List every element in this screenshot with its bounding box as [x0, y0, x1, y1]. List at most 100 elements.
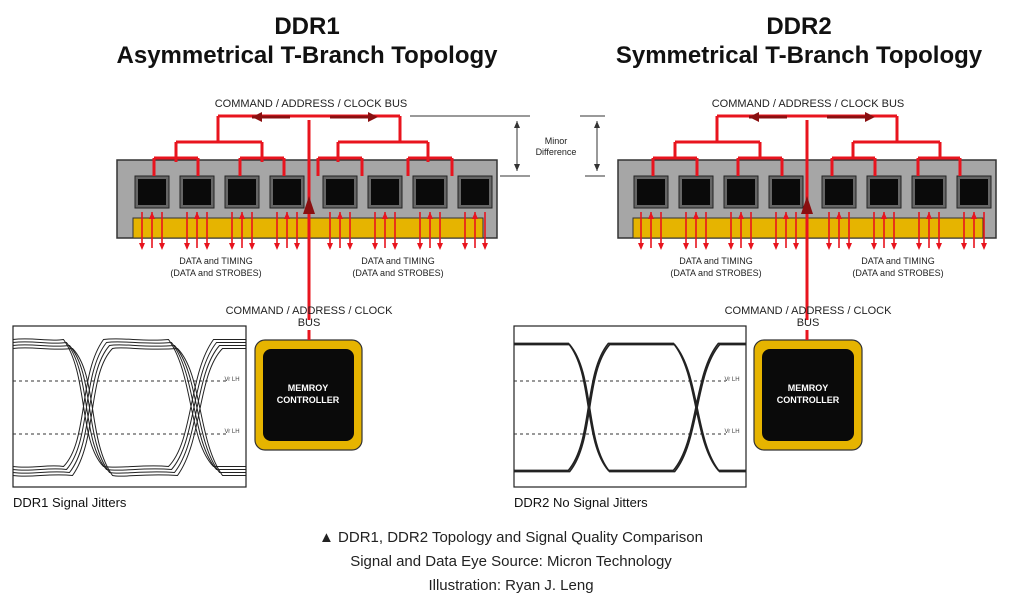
data-pin-arrow — [382, 212, 388, 219]
dram-chip-die — [228, 179, 256, 205]
data-pin-arrow — [891, 243, 897, 250]
ddr1-controller-label-2: CONTROLLER — [277, 395, 340, 405]
eye-trace-lower — [12, 338, 246, 468]
minor-difference-annotation: Minor Difference — [410, 115, 605, 177]
ddr2-bus-bottom-label: COMMAND / ADDRESS / CLOCK — [725, 305, 893, 317]
ddr1-bus-bottom-label-2: BUS — [298, 317, 321, 329]
data-pin-arrow — [961, 243, 967, 250]
ddr1-bus-top-label: COMMAND / ADDRESS / CLOCK BUS — [215, 98, 408, 110]
data-pin-arrow — [229, 243, 235, 250]
dram-chip-die — [960, 179, 988, 205]
ddr2-data-label-a: DATA and TIMING — [679, 256, 753, 266]
data-pin-arrow — [284, 212, 290, 219]
data-pin-arrow — [417, 243, 423, 250]
data-pin-arrow — [793, 243, 799, 250]
ddr1-data-label-b: DATA and TIMING — [361, 256, 435, 266]
ddr2-data-label-b2: (DATA and STROBES) — [852, 268, 943, 278]
data-pin-arrow — [738, 212, 744, 219]
data-pin-arrow — [846, 243, 852, 250]
data-pin-arrow — [372, 243, 378, 250]
eye-trace-lower — [12, 344, 246, 474]
data-pin-arrow — [347, 243, 353, 250]
caption-line-2: Signal and Data Eye Source: Micron Techn… — [350, 553, 672, 570]
dram-chip-die — [915, 179, 943, 205]
ddr2-arrowhead-left — [749, 112, 759, 122]
eye-trace-upper — [12, 344, 246, 474]
ddr1-arrowhead-left — [252, 112, 262, 122]
data-pin-arrow — [462, 243, 468, 250]
ddr1-data-label-a: DATA and TIMING — [179, 256, 253, 266]
data-pin-arrow — [204, 243, 210, 250]
data-pin-arrow — [648, 212, 654, 219]
ddr2-bus-bottom-label-2: BUS — [797, 317, 820, 329]
data-pin-arrow — [703, 243, 709, 250]
data-pin-arrow — [472, 212, 478, 219]
ddr1-subtitle: Asymmetrical T-Branch Topology — [117, 42, 499, 69]
ddr2-arrowhead-right — [865, 112, 875, 122]
ddr1-dram-chips — [134, 175, 493, 209]
data-pin-arrow — [773, 243, 779, 250]
ddr2-controller-chip — [762, 349, 854, 441]
ddr1-eye-tick-top: Vr LH — [224, 377, 239, 383]
ddr1-eye-label: DDR1 Signal Jitters — [13, 495, 127, 510]
ddr1-eye-tick-bottom: Vr LH — [224, 429, 239, 435]
minor-difference-label-2: Difference — [536, 147, 577, 157]
dram-chip-die — [138, 179, 166, 205]
data-pin-arrow — [327, 243, 333, 250]
ddr1-bus-arrow-up — [303, 196, 315, 214]
dram-chip-die — [682, 179, 710, 205]
ddr2-controller-label: MEMROY — [788, 383, 829, 393]
data-pin-arrow — [392, 243, 398, 250]
ddr1-trace-tree — [152, 114, 454, 320]
dram-chip-die — [273, 179, 301, 205]
data-pin-arrow — [274, 243, 280, 250]
ddr1-data-label-a2: (DATA and STROBES) — [170, 268, 261, 278]
dram-chip-die — [772, 179, 800, 205]
dram-chip-die — [183, 179, 211, 205]
ddr1-title: DDR1 — [274, 13, 339, 40]
dram-chip-die — [825, 179, 853, 205]
ddr1-controller-label: MEMROY — [288, 383, 329, 393]
data-pin-arrow — [693, 212, 699, 219]
eye-trace-upper — [12, 347, 246, 477]
dram-chip-die — [371, 179, 399, 205]
ddr2-eye-diagram — [513, 325, 747, 488]
caption-line-1: ▲ DDR1, DDR2 Topology and Signal Quality… — [319, 529, 703, 546]
data-pin-arrow — [437, 243, 443, 250]
ddr2-data-pins — [638, 212, 987, 250]
ddr2-eye-label: DDR2 No Signal Jitters — [514, 495, 648, 510]
data-pin-arrow — [728, 243, 734, 250]
data-pin-arrow — [184, 243, 190, 250]
ddr1-panel: DDR1 Asymmetrical T-Branch Topology COMM… — [12, 13, 499, 510]
data-pin-arrow — [836, 212, 842, 219]
ddr2-eye-traces — [513, 342, 746, 473]
ddr2-eye-tick-bottom: Vr LH — [724, 429, 739, 435]
data-pin-arrow — [159, 243, 165, 250]
eye-trace-lower — [514, 343, 746, 473]
ddr2-bus-top-label: COMMAND / ADDRESS / CLOCK BUS — [712, 98, 905, 110]
ddr1-bus-bottom-label: COMMAND / ADDRESS / CLOCK — [226, 305, 394, 317]
ddr2-dram-chips — [633, 175, 992, 209]
data-pin-arrow — [683, 243, 689, 250]
data-pin-arrow — [658, 243, 664, 250]
data-pin-arrow — [826, 243, 832, 250]
data-pin-arrow — [748, 243, 754, 250]
ddr2-subtitle: Symmetrical T-Branch Topology — [616, 42, 983, 69]
ddr1-arrowhead-right — [368, 112, 378, 122]
ddr1-data-label-b2: (DATA and STROBES) — [352, 268, 443, 278]
data-pin-arrow — [971, 212, 977, 219]
dram-chip-die — [326, 179, 354, 205]
ddr2-panel: DDR2 Symmetrical T-Branch Topology COMMA… — [513, 13, 997, 510]
dram-chip-die — [870, 179, 898, 205]
dram-chip-die — [637, 179, 665, 205]
data-pin-arrow — [881, 212, 887, 219]
data-pin-arrow — [194, 212, 200, 219]
data-pin-arrow — [294, 243, 300, 250]
data-pin-arrow — [149, 212, 155, 219]
ddr1-eye-diagram — [12, 325, 247, 488]
data-pin-arrow — [139, 243, 145, 250]
ddr1-data-pins — [139, 212, 488, 250]
dram-chip-die — [416, 179, 444, 205]
data-pin-arrow — [783, 212, 789, 219]
